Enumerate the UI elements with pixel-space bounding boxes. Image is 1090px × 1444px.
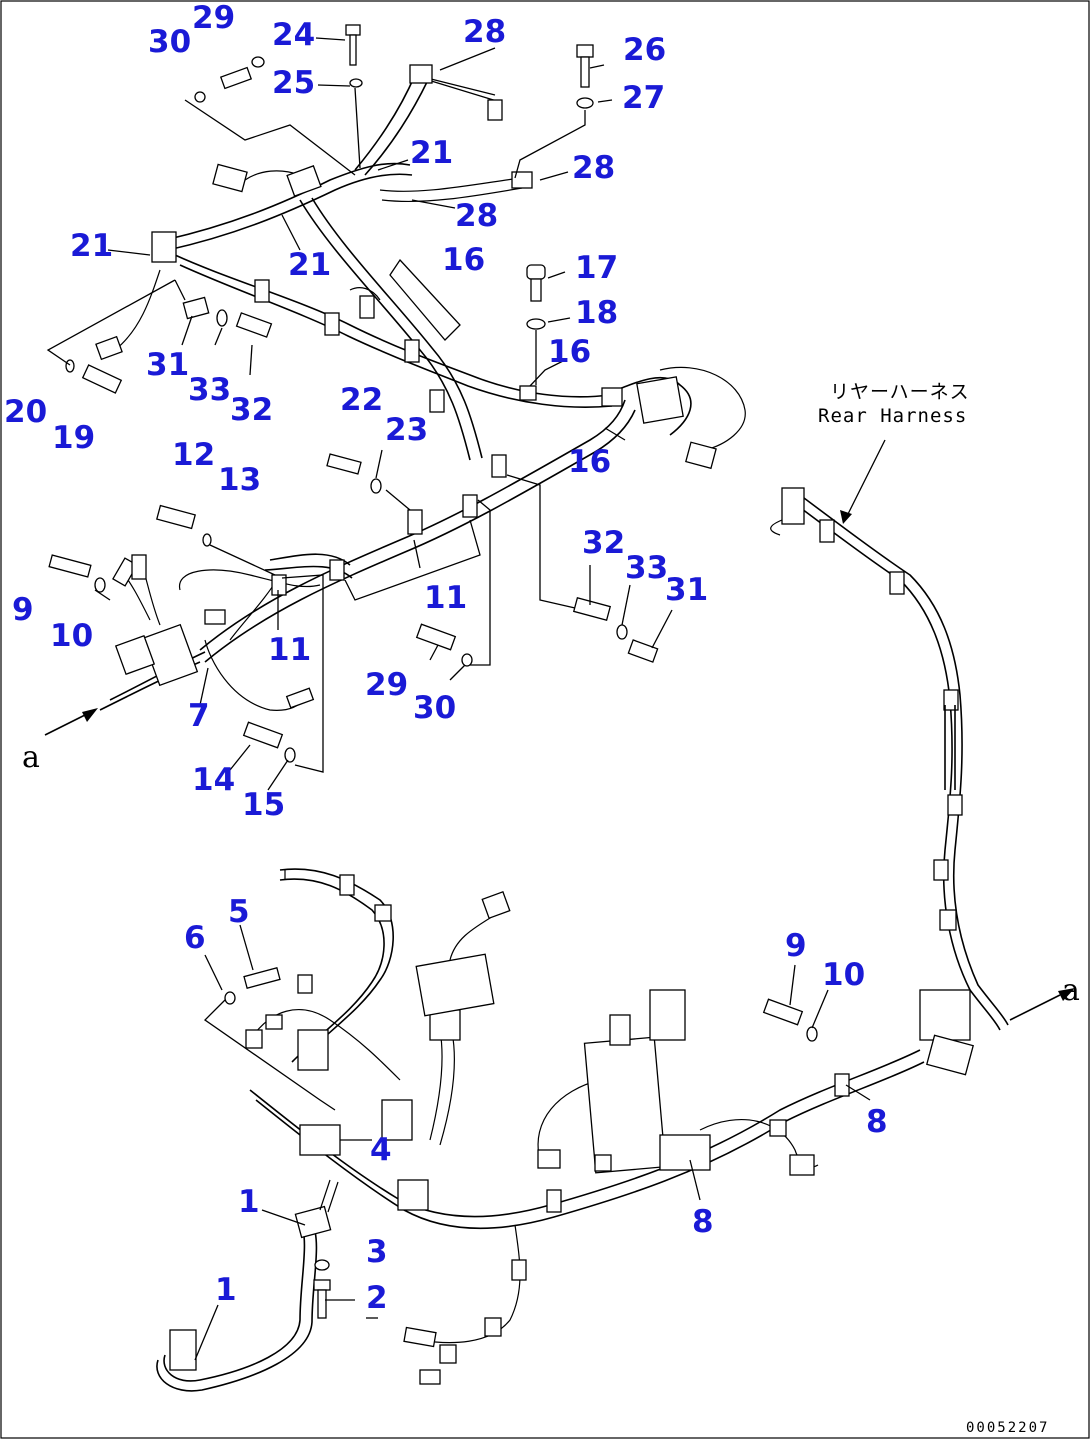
callout-32: 32 (582, 525, 625, 561)
callout-1: 1 (238, 1184, 260, 1220)
callout-7: 7 (188, 698, 210, 734)
callout-12: 12 (172, 437, 215, 473)
callout-28: 28 (455, 198, 498, 234)
callout-16: 16 (442, 242, 485, 278)
callout-29: 29 (192, 0, 235, 36)
callout-9: 9 (785, 928, 807, 964)
callout-17: 17 (575, 250, 618, 286)
callout-31: 31 (665, 572, 708, 608)
loose-hardware (44, 24, 1075, 1319)
leader-lines (46, 37, 886, 1361)
callout-31: 31 (146, 347, 189, 383)
callout-20: 20 (4, 394, 47, 430)
callout-26: 26 (623, 32, 666, 68)
callout-28: 28 (463, 14, 506, 50)
callout-21: 21 (288, 247, 331, 283)
callout-13: 13 (218, 462, 261, 498)
callout-labels: 30 29 24 25 28 26 27 21 28 28 21 21 16 1… (4, 0, 888, 1316)
callout-8: 8 (692, 1204, 714, 1240)
callout-18: 18 (575, 295, 618, 331)
callout-33: 33 (188, 372, 231, 408)
callout-21: 21 (410, 135, 453, 171)
drawing-code: 00052207 (966, 1420, 1049, 1436)
callout-29: 29 (365, 667, 408, 703)
callout-30: 30 (148, 24, 191, 60)
callout-9: 9 (12, 592, 34, 628)
arrow-label-left: a (22, 740, 40, 775)
callout-2: 2 (366, 1280, 388, 1316)
callout-25: 25 (272, 65, 315, 101)
lower-harness (156, 868, 925, 1392)
callout-14: 14 (192, 762, 235, 798)
callout-4: 4 (370, 1132, 392, 1168)
annotations: リヤーハーネス Rear Harness a a 00052207 (22, 381, 1080, 1436)
callout-30: 30 (413, 690, 456, 726)
callout-5: 5 (228, 894, 250, 930)
callout-10: 10 (50, 618, 93, 654)
callout-16: 16 (548, 334, 591, 370)
callout-27: 27 (622, 80, 665, 116)
callout-8: 8 (866, 1104, 888, 1140)
callout-28: 28 (572, 150, 615, 186)
arrow-label-right: a (1062, 973, 1080, 1008)
rear-harness-label-jp: リヤーハーネス (830, 381, 970, 403)
upper-harness (95, 64, 746, 470)
callout-21: 21 (70, 228, 113, 264)
callout-19: 19 (52, 420, 95, 456)
callout-3: 3 (366, 1234, 388, 1270)
callout-6: 6 (184, 920, 206, 956)
callout-22: 22 (340, 382, 383, 418)
callout-11: 11 (268, 632, 311, 668)
callout-32: 32 (230, 392, 273, 428)
callout-24: 24 (272, 17, 315, 53)
callout-1: 1 (215, 1272, 237, 1308)
callout-33: 33 (625, 550, 668, 586)
rear-harness (770, 487, 1009, 1076)
callout-16: 16 (568, 444, 611, 480)
callout-23: 23 (385, 412, 428, 448)
callout-10: 10 (822, 957, 865, 993)
rear-harness-label-en: Rear Harness (818, 405, 967, 427)
callout-15: 15 (242, 787, 285, 823)
callout-11: 11 (424, 580, 467, 616)
